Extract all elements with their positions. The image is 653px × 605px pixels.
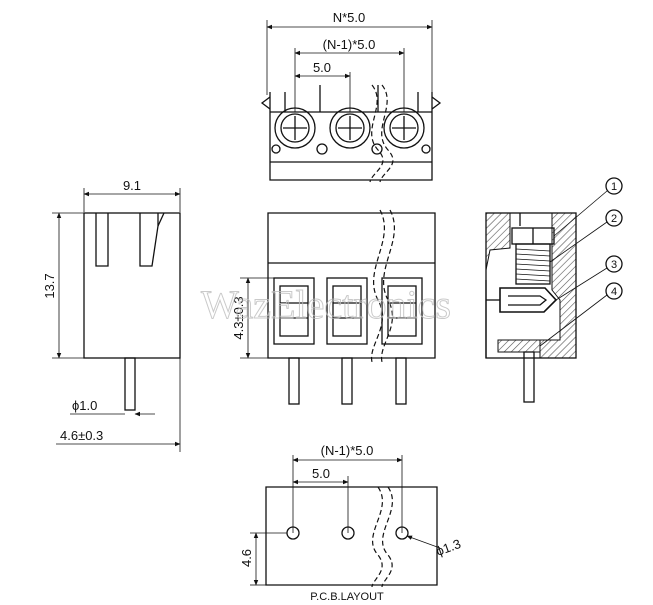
wire-clamp: [508, 295, 548, 306]
width-label: 9.1: [123, 178, 141, 193]
front-view: 4.3±0.3: [231, 209, 436, 405]
bevel-line: [157, 212, 165, 227]
small-hole: [316, 143, 328, 155]
hole-diameter-label: ϕ1.3: [434, 536, 463, 559]
screw-2: [329, 107, 371, 149]
terminal-2: [326, 277, 368, 345]
slot: [95, 213, 109, 267]
housing-section: [539, 212, 577, 359]
break-line: [371, 486, 384, 588]
small-hole: [421, 144, 431, 154]
break-line: [379, 84, 394, 183]
screw-1: [274, 107, 316, 149]
pin-3: [395, 357, 407, 405]
pin-length-label: 4.6±0.3: [60, 428, 103, 443]
screw-3: [383, 107, 425, 149]
pin-diameter-label: ϕ1.0: [72, 398, 97, 413]
callout-4-label: 4: [611, 286, 617, 298]
overall-width-label: N*5.0: [333, 10, 366, 25]
callout-1-label: 1: [611, 181, 617, 193]
pcb-hole-2: [341, 526, 355, 540]
callout-2: 2: [549, 209, 623, 263]
clamp: [499, 287, 558, 313]
pcb-outline: [265, 486, 438, 586]
pcb-offset-label: 4.6: [239, 549, 254, 567]
section-view: 1 2 3 4: [485, 177, 623, 403]
top-view: N*5.0 (N-1)*5.0 5.0: [260, 10, 442, 183]
housing-section: [497, 339, 541, 353]
slot: [139, 213, 159, 267]
hole-leader: [406, 535, 441, 549]
section-pin: [523, 351, 535, 403]
break-line: [381, 209, 395, 363]
side-pin: [124, 357, 136, 411]
side-body: [83, 212, 181, 359]
break-line: [371, 209, 385, 363]
top-view-body: [269, 92, 433, 181]
pcb-layout: (N-1)*5.0 5.0 4.6 ϕ1.3 P.C.B.LAYOUT: [239, 443, 463, 603]
pin-height-label: 4.3±0.3: [231, 296, 246, 339]
pin-2: [341, 357, 353, 405]
callout-1: 1: [553, 177, 623, 237]
pitch-label: 5.0: [313, 60, 331, 75]
break-line: [369, 84, 384, 183]
pcb-pitch-label: 5.0: [312, 466, 330, 481]
pcb-hole-3: [395, 526, 409, 540]
housing-section: [485, 212, 511, 280]
terminal-1: [273, 277, 315, 345]
pcb-caption: P.C.B.LAYOUT: [310, 591, 384, 603]
callout-3: 3: [555, 255, 623, 301]
callout-3-label: 3: [611, 259, 617, 271]
callout-2-label: 2: [611, 213, 617, 225]
left-tab: [260, 96, 271, 110]
break-line: [381, 486, 394, 588]
pcb-span-label: (N-1)*5.0: [321, 443, 374, 458]
height-label: 13.7: [42, 273, 57, 298]
side-view: 9.1 13.7 ϕ1.0 4.6±0.3: [42, 178, 181, 452]
watermark: WazElectronics: [201, 282, 451, 327]
callout-4: 4: [539, 282, 623, 347]
pin-1: [288, 357, 300, 405]
screw-thread: [515, 243, 551, 285]
span-label: (N-1)*5.0: [323, 37, 376, 52]
small-hole: [271, 144, 281, 154]
front-body: [267, 212, 436, 359]
small-hole: [371, 143, 383, 155]
right-tab: [431, 96, 442, 110]
